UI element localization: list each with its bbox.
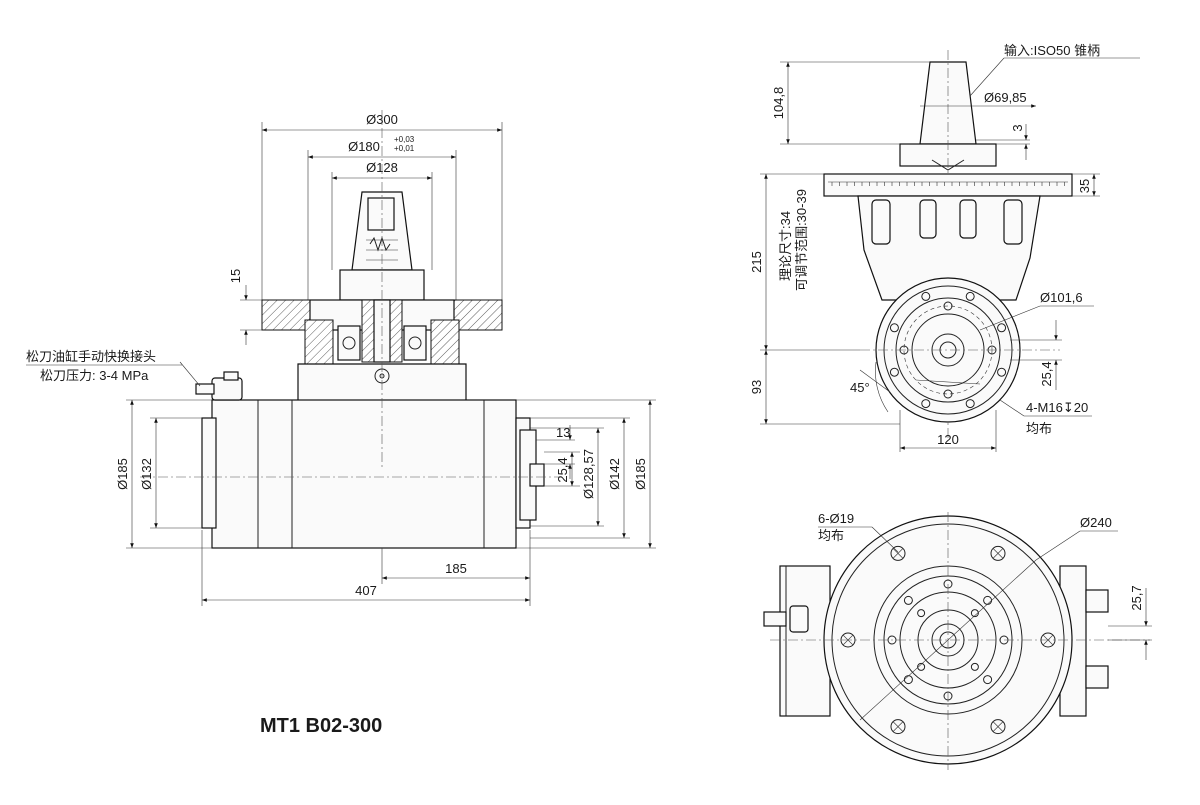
dim-group-h35: 35 — [1072, 173, 1100, 197]
bolt-hole — [889, 323, 899, 333]
dim-h35: 35 — [1077, 179, 1092, 193]
dim-group-holes: 6-Ø19 均布 — [818, 511, 899, 553]
bolt-hole — [921, 399, 931, 409]
note-quick-coupler: 松刀油缸手动快换接头 — [26, 349, 156, 364]
label-even-side: 均布 — [1026, 421, 1052, 436]
note-release-pressure: 松刀压力: 3-4 MPa — [40, 368, 149, 383]
thread-hole — [970, 662, 979, 671]
bolt-hole — [903, 595, 913, 605]
dim-d69-85: Ø69,85 — [984, 90, 1027, 105]
dim-holes-6-d19: 6-Ø19 — [818, 511, 854, 526]
front-right-dimensions: 13 25,4 Ø128,57 Ø142 Ø185 — [516, 399, 656, 549]
dim-group-d101-6: Ø101,6 — [979, 290, 1094, 331]
dim-group-h3: 3 — [976, 124, 1030, 160]
front-bottom-dimensions: 185 407 — [201, 530, 531, 606]
bolt-hole — [997, 367, 1007, 377]
thread-hole — [943, 301, 953, 311]
front-left-dimensions: Ø185 Ø132 — [115, 399, 212, 549]
dim-group-h25-7: 25,7 — [1108, 585, 1152, 660]
dim-h13: 13 — [556, 425, 570, 440]
dim-group-h215: 215 理论尺寸:34 可调节范围:30-39 — [749, 173, 860, 351]
dim-l185: 185 — [445, 561, 467, 576]
serration-marks — [831, 182, 1065, 186]
mounting-hole — [890, 719, 906, 735]
dim-angle45: 45° — [850, 380, 870, 395]
side-body — [857, 195, 1041, 301]
main-barrel — [140, 110, 560, 549]
dim-h25-4-side: 25,4 — [1039, 361, 1054, 386]
dim-group-h25-4-side: 25,4 — [1010, 320, 1062, 390]
bolt-hole — [965, 399, 975, 409]
dim-l407: 407 — [355, 583, 377, 598]
dim-h215: 215 — [749, 251, 764, 273]
bolt-hole — [997, 323, 1007, 333]
dim-h15: 15 — [228, 269, 243, 283]
dim-h93: 93 — [749, 380, 764, 394]
dim-d101-6: Ø101,6 — [1040, 290, 1083, 305]
mounting-hole — [990, 545, 1006, 561]
dim-h25-4-front: 25,4 — [555, 457, 570, 482]
dim-d142: Ø142 — [607, 458, 622, 490]
quick-coupler: 松刀油缸手动快换接头 松刀压力: 3-4 MPa — [26, 349, 243, 401]
dim-d240: Ø240 — [1080, 515, 1112, 530]
dim-h25-7: 25,7 — [1129, 585, 1144, 610]
dim-d185-right: Ø185 — [633, 458, 648, 490]
dim-group-angle45: 45° — [850, 361, 889, 413]
dim-d128-57: Ø128,57 — [581, 449, 596, 499]
bolt-hole — [983, 675, 993, 685]
bolt-hole — [921, 291, 931, 301]
dim-group-thread: 4-M16↧20 均布 — [999, 399, 1092, 436]
thread-hole — [917, 609, 926, 618]
dim-group-w120: 120 — [899, 410, 997, 452]
side-view: 输入:ISO50 锥柄 104,8 Ø69,85 3 — [749, 43, 1140, 452]
label-adjust-range: 可调节范围:30-39 — [794, 189, 809, 291]
label-theory-size: 理论尺寸:34 — [778, 211, 793, 281]
mounting-hole — [890, 545, 906, 561]
dim-group-h104-8: 104,8 — [771, 61, 930, 145]
dim-d185-left: Ø185 — [115, 458, 130, 490]
thread-hole — [943, 389, 953, 399]
dim-group-d69-85: Ø69,85 — [920, 90, 1036, 108]
bolt-hole — [965, 291, 975, 301]
dim-d180: Ø180 — [348, 139, 380, 154]
dim-d180-tol-upper: +0,03 — [394, 135, 415, 144]
bolt-hole — [889, 367, 899, 377]
dim-thread-m16: 4-M16↧20 — [1026, 400, 1088, 415]
bolt-holes-side — [889, 291, 1007, 409]
bolt-holes-inner — [887, 579, 1009, 701]
drawing-title: MT1 B02-300 — [260, 715, 382, 737]
bottom-view: 6-Ø19 均布 Ø240 25,7 — [763, 511, 1152, 770]
mounting-hole — [990, 719, 1006, 735]
dim-h104-8: 104,8 — [771, 87, 786, 120]
front-view: Ø300 Ø180 +0,03 +0,01 Ø128 15 — [26, 110, 656, 606]
dim-d180-tol-lower: +0,01 — [394, 144, 415, 153]
thread-hole — [917, 662, 926, 671]
dim-d132: Ø132 — [139, 458, 154, 490]
dim-group-h93: 93 — [749, 350, 900, 425]
thread-hole — [970, 609, 979, 618]
dim-group-d240: Ø240 — [1035, 515, 1118, 561]
side-flange — [823, 173, 1073, 197]
label-even-bottom: 均布 — [818, 528, 844, 543]
dim-h3: 3 — [1010, 124, 1025, 131]
label-input-iso50: 输入:ISO50 锥柄 — [1004, 43, 1100, 58]
side-input-label: 输入:ISO50 锥柄 — [969, 43, 1140, 97]
dim-w120: 120 — [937, 432, 959, 447]
side-round-face — [859, 277, 1060, 423]
